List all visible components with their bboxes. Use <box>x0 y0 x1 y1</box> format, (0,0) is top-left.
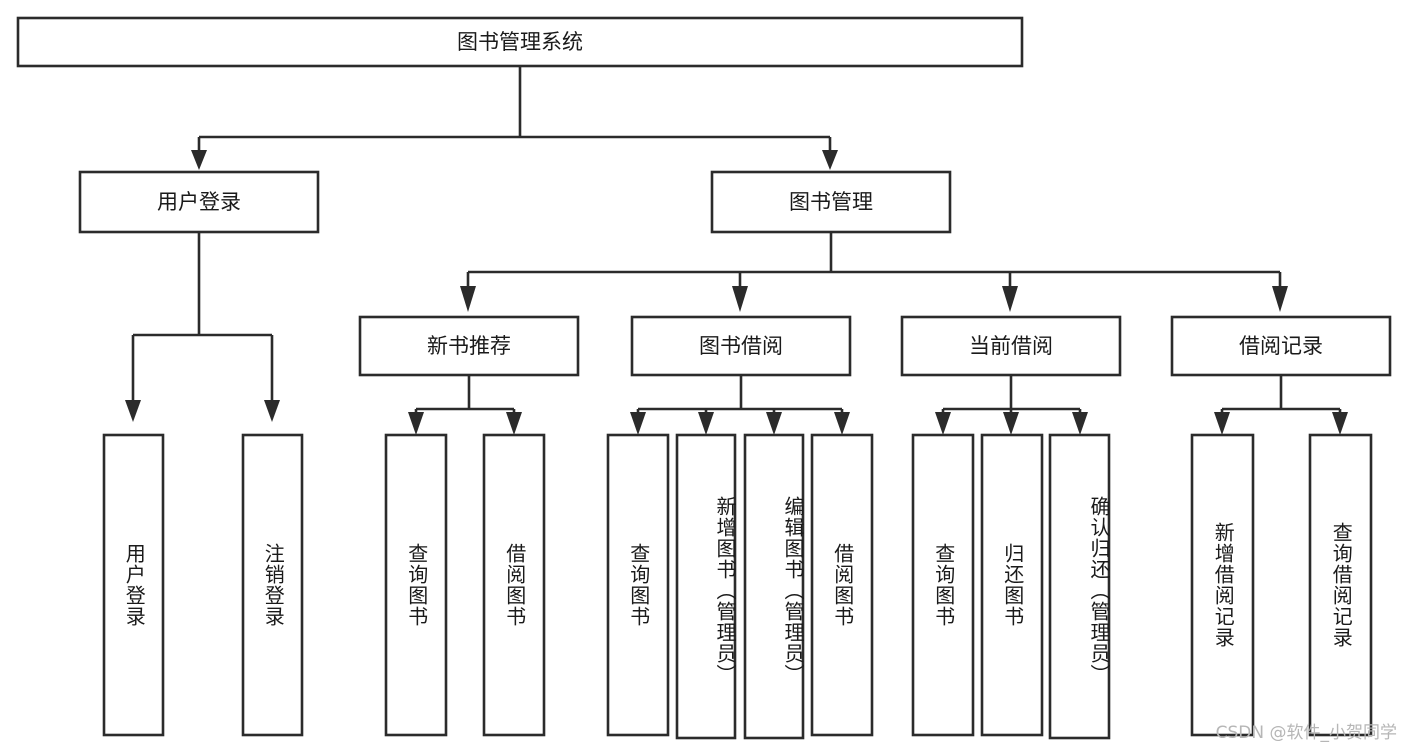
node-leaf-nbr-query-book-box[interactable] <box>384 433 448 737</box>
node-leaf-nbr-borrow-book-box[interactable] <box>482 433 546 737</box>
node-root-box[interactable] <box>16 16 1024 68</box>
node-book-manage-label: 图书管理 <box>789 190 873 214</box>
csdn-watermark: CSDN @软件_小贺同学 <box>1215 723 1397 743</box>
node-leaf-user-login-box[interactable] <box>102 433 165 737</box>
node-current-borrow-label: 当前借阅 <box>969 334 1053 358</box>
arrowhead-bm-to-current-borrow <box>1002 286 1018 312</box>
arrowhead-bm-to-borrow-record <box>1272 286 1288 312</box>
node-leaf-bb-query-book-box[interactable] <box>606 433 670 737</box>
node-new-book-recommend-label: 新书推荐 <box>427 334 511 358</box>
arrowhead-cb-leaf-1 <box>935 412 951 435</box>
arrowhead-bm-to-new-book <box>460 286 476 312</box>
node-borrow-record-box[interactable] <box>1170 315 1392 377</box>
node-book-borrow-box[interactable] <box>630 315 852 377</box>
arrowhead-bb-leaf-4 <box>834 412 850 435</box>
node-root-label: 图书管理系统 <box>457 30 583 54</box>
node-leaf-cb-return-book-box[interactable] <box>980 433 1044 737</box>
arrowhead-user-login-leaf-1 <box>125 400 141 422</box>
arrowhead-bb-leaf-2 <box>698 412 714 435</box>
node-leaf-logout-box[interactable] <box>241 433 304 737</box>
node-book-borrow-label: 图书借阅 <box>699 334 783 358</box>
node-leaf-br-query-record-box[interactable] <box>1308 433 1373 737</box>
arrowhead-cb-leaf-2 <box>1003 412 1019 435</box>
arrowhead-nbr-leaf-1 <box>408 412 424 435</box>
node-leaf-bb-edit-book-box[interactable] <box>743 433 805 740</box>
arrowhead-nbr-leaf-2 <box>506 412 522 435</box>
arrowhead-br-leaf-1 <box>1214 412 1230 435</box>
arrowhead-root-to-book-manage <box>822 150 838 170</box>
arrowhead-bb-leaf-3 <box>766 412 782 435</box>
node-new-book-recommend-box[interactable] <box>358 315 580 377</box>
node-leaf-br-add-record-box[interactable] <box>1190 433 1255 737</box>
node-leaf-bb-borrow-book-box[interactable] <box>810 433 874 737</box>
arrowhead-cb-leaf-3 <box>1072 412 1088 435</box>
arrowhead-user-login-leaf-2 <box>264 400 280 422</box>
node-leaf-cb-query-book-box[interactable] <box>911 433 975 737</box>
node-user-login-label: 用户登录 <box>157 190 241 214</box>
arrowhead-root-to-user-login <box>191 150 207 170</box>
node-current-borrow-box[interactable] <box>900 315 1122 377</box>
node-book-manage-box[interactable] <box>710 170 952 234</box>
arrowhead-bb-leaf-1 <box>630 412 646 435</box>
node-leaf-cb-confirm-return-box[interactable] <box>1048 433 1111 740</box>
arrowhead-br-leaf-2 <box>1332 412 1348 435</box>
arrowhead-bm-to-book-borrow <box>732 286 748 312</box>
node-borrow-record-label: 借阅记录 <box>1239 334 1323 358</box>
node-leaf-bb-add-book-box[interactable] <box>675 433 737 740</box>
